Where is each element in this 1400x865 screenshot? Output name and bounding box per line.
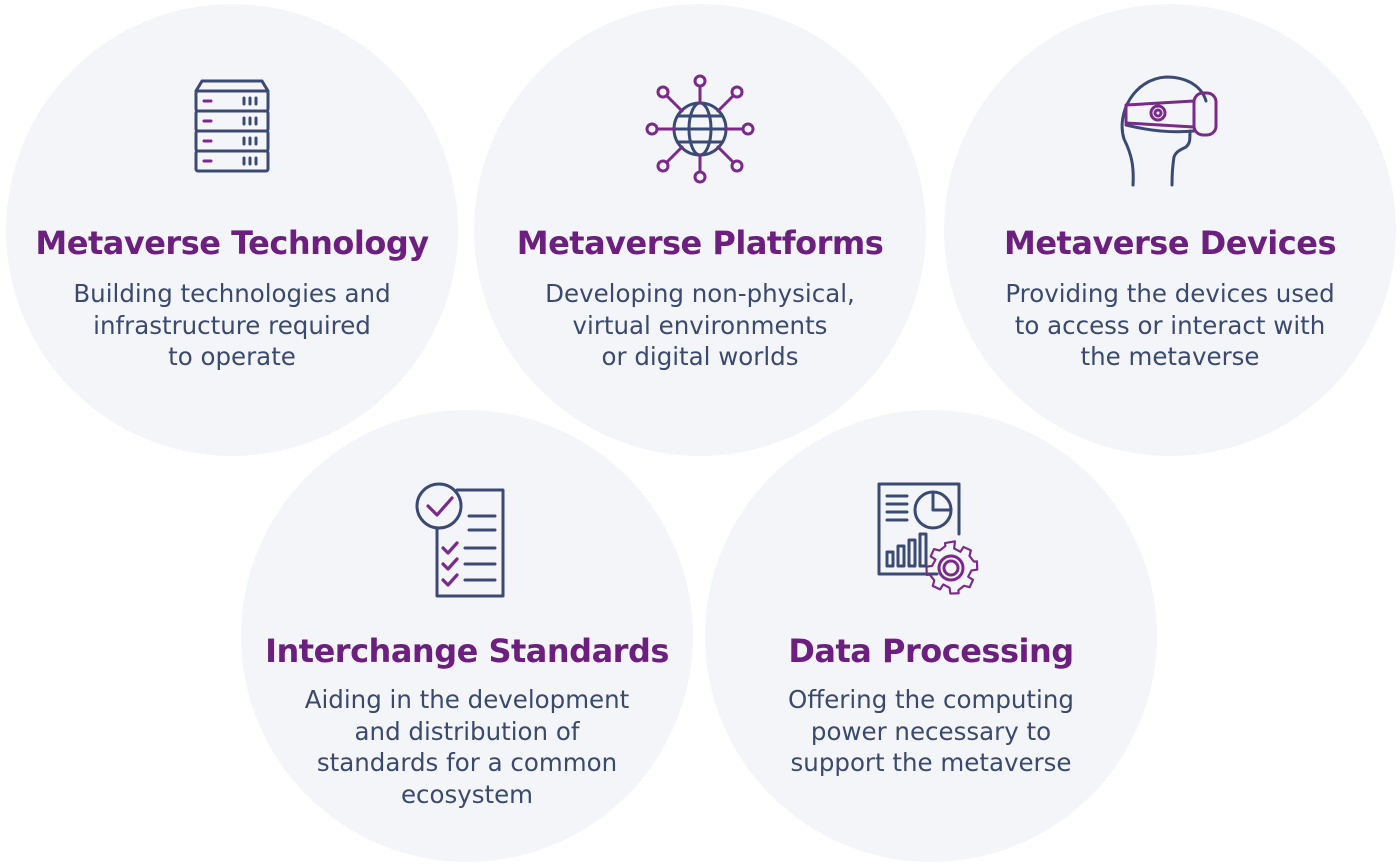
item-description: Aiding in the development and distributi… (304, 685, 630, 809)
item-description: Offering the computing power necessary t… (788, 685, 1074, 777)
checklist-icon (407, 478, 527, 598)
vr-headset-icon (1110, 69, 1230, 189)
globe-network-icon (640, 69, 760, 189)
item-interchange-standards: Interchange Standards Aiding in the deve… (241, 410, 693, 862)
server-rack-icon (172, 69, 292, 189)
item-title: Metaverse Platforms (516, 224, 884, 262)
item-data-processing: Data Processing Offering the computing p… (705, 410, 1157, 862)
item-title: Data Processing (788, 632, 1074, 670)
data-report-gear-icon (871, 478, 991, 598)
item-title: Metaverse Technology (35, 224, 429, 262)
item-title: Metaverse Devices (1004, 224, 1336, 262)
item-description: Developing non-physical, virtual environ… (545, 279, 855, 371)
item-description: Building technologies and infrastructure… (73, 279, 391, 371)
item-description: Providing the devices used to access or … (1005, 279, 1335, 371)
item-metaverse-devices: Metaverse Devices Providing the devices … (944, 4, 1396, 456)
item-metaverse-technology: Metaverse Technology Building technologi… (6, 4, 458, 456)
item-metaverse-platforms: Metaverse Platforms Developing non-physi… (474, 4, 926, 456)
item-title: Interchange Standards (265, 632, 669, 670)
